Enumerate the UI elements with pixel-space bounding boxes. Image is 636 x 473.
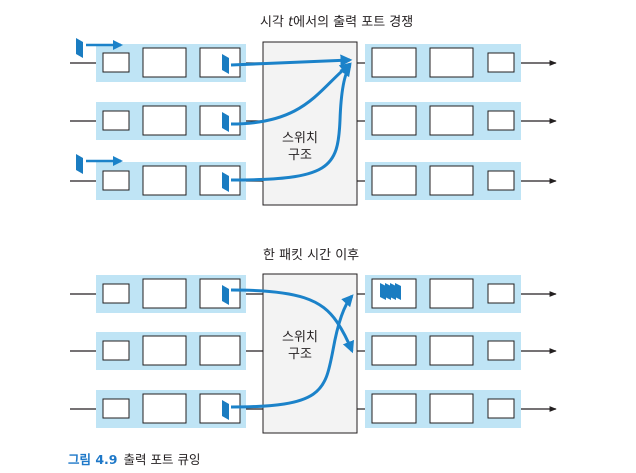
switch-label-line: 스위치 <box>282 131 318 146</box>
input-port-queue <box>70 162 263 200</box>
queue-slot <box>487 110 515 131</box>
queue-slot <box>199 393 241 424</box>
packet <box>222 172 229 192</box>
queued-packet <box>395 283 401 300</box>
queue-slot <box>487 283 515 304</box>
queued-packet <box>390 283 396 300</box>
switch-fabric-bottom-label: 스위치 구조 <box>255 329 345 363</box>
top-scenario-title: 시각 t에서의 출력 포트 경쟁 <box>260 15 414 30</box>
input-port-queue <box>70 275 263 313</box>
input-port-queue <box>70 102 263 140</box>
queue-slot <box>199 335 241 366</box>
queue-slot <box>142 47 187 78</box>
queue-slot <box>102 52 130 73</box>
queue-slot <box>102 170 130 191</box>
queue-slot <box>199 47 241 78</box>
arriving-packet <box>76 154 83 174</box>
queue-slot <box>429 278 474 309</box>
switch-fabric-top <box>262 41 358 206</box>
queue-slot <box>487 340 515 361</box>
queue-slot <box>371 335 417 366</box>
bottom-scenario <box>70 273 557 434</box>
queue-slot <box>142 165 187 196</box>
queue-slot <box>102 340 130 361</box>
switch-path <box>230 288 355 354</box>
output-port-queue <box>357 275 557 313</box>
queue-slot <box>371 47 417 78</box>
queue-slot <box>102 283 130 304</box>
input-port-queue <box>70 332 263 370</box>
input-port-queue <box>70 390 263 428</box>
queue-slot <box>371 105 417 136</box>
output-port-queue <box>357 332 557 370</box>
queue-slot <box>102 110 130 131</box>
queue-slot <box>487 398 515 419</box>
packet <box>222 54 229 74</box>
packet <box>222 400 229 420</box>
queue-slot <box>371 393 417 424</box>
switch-path <box>230 64 352 182</box>
queued-packet <box>380 283 386 300</box>
queue-slot <box>487 170 515 191</box>
queue-slot <box>199 278 241 309</box>
queue-slot <box>371 165 417 196</box>
arriving-packet <box>76 38 83 58</box>
input-port-queue <box>70 44 263 82</box>
queue-slot <box>102 398 130 419</box>
packet <box>222 112 229 132</box>
queued-packet <box>385 283 391 300</box>
figure-caption-text: 출력 포트 큐잉 <box>123 452 201 467</box>
output-port-queue <box>357 162 557 200</box>
output-port-queue <box>357 390 557 428</box>
packet <box>222 285 229 305</box>
switch-fabric-top-label: 스위치 구조 <box>255 130 345 164</box>
queue-slot <box>429 165 474 196</box>
switch-label-line: 구조 <box>288 148 312 163</box>
queue-slot <box>429 47 474 78</box>
queue-slot <box>487 52 515 73</box>
queue-slot <box>429 335 474 366</box>
switch-label-line: 스위치 <box>282 330 318 345</box>
queue-slot <box>199 105 241 136</box>
figure-number: 그림 4.9 <box>68 452 118 467</box>
queue-slot <box>142 278 187 309</box>
switch-path <box>230 294 354 409</box>
queue-slot <box>142 105 187 136</box>
switch-path <box>230 54 353 67</box>
queue-slot <box>142 335 187 366</box>
output-port-queue <box>357 44 557 82</box>
queue-slot <box>429 105 474 136</box>
queued-packets-stack <box>380 283 401 300</box>
output-port-queue <box>357 102 557 140</box>
figure-caption: 그림 4.9 출력 포트 큐잉 <box>68 449 200 468</box>
queue-slot <box>429 393 474 424</box>
queue-slot <box>142 393 187 424</box>
bottom-scenario-title: 한 패킷 시간 이후 <box>263 248 360 263</box>
top-scenario <box>70 38 557 206</box>
switch-label-line: 구조 <box>288 347 312 362</box>
